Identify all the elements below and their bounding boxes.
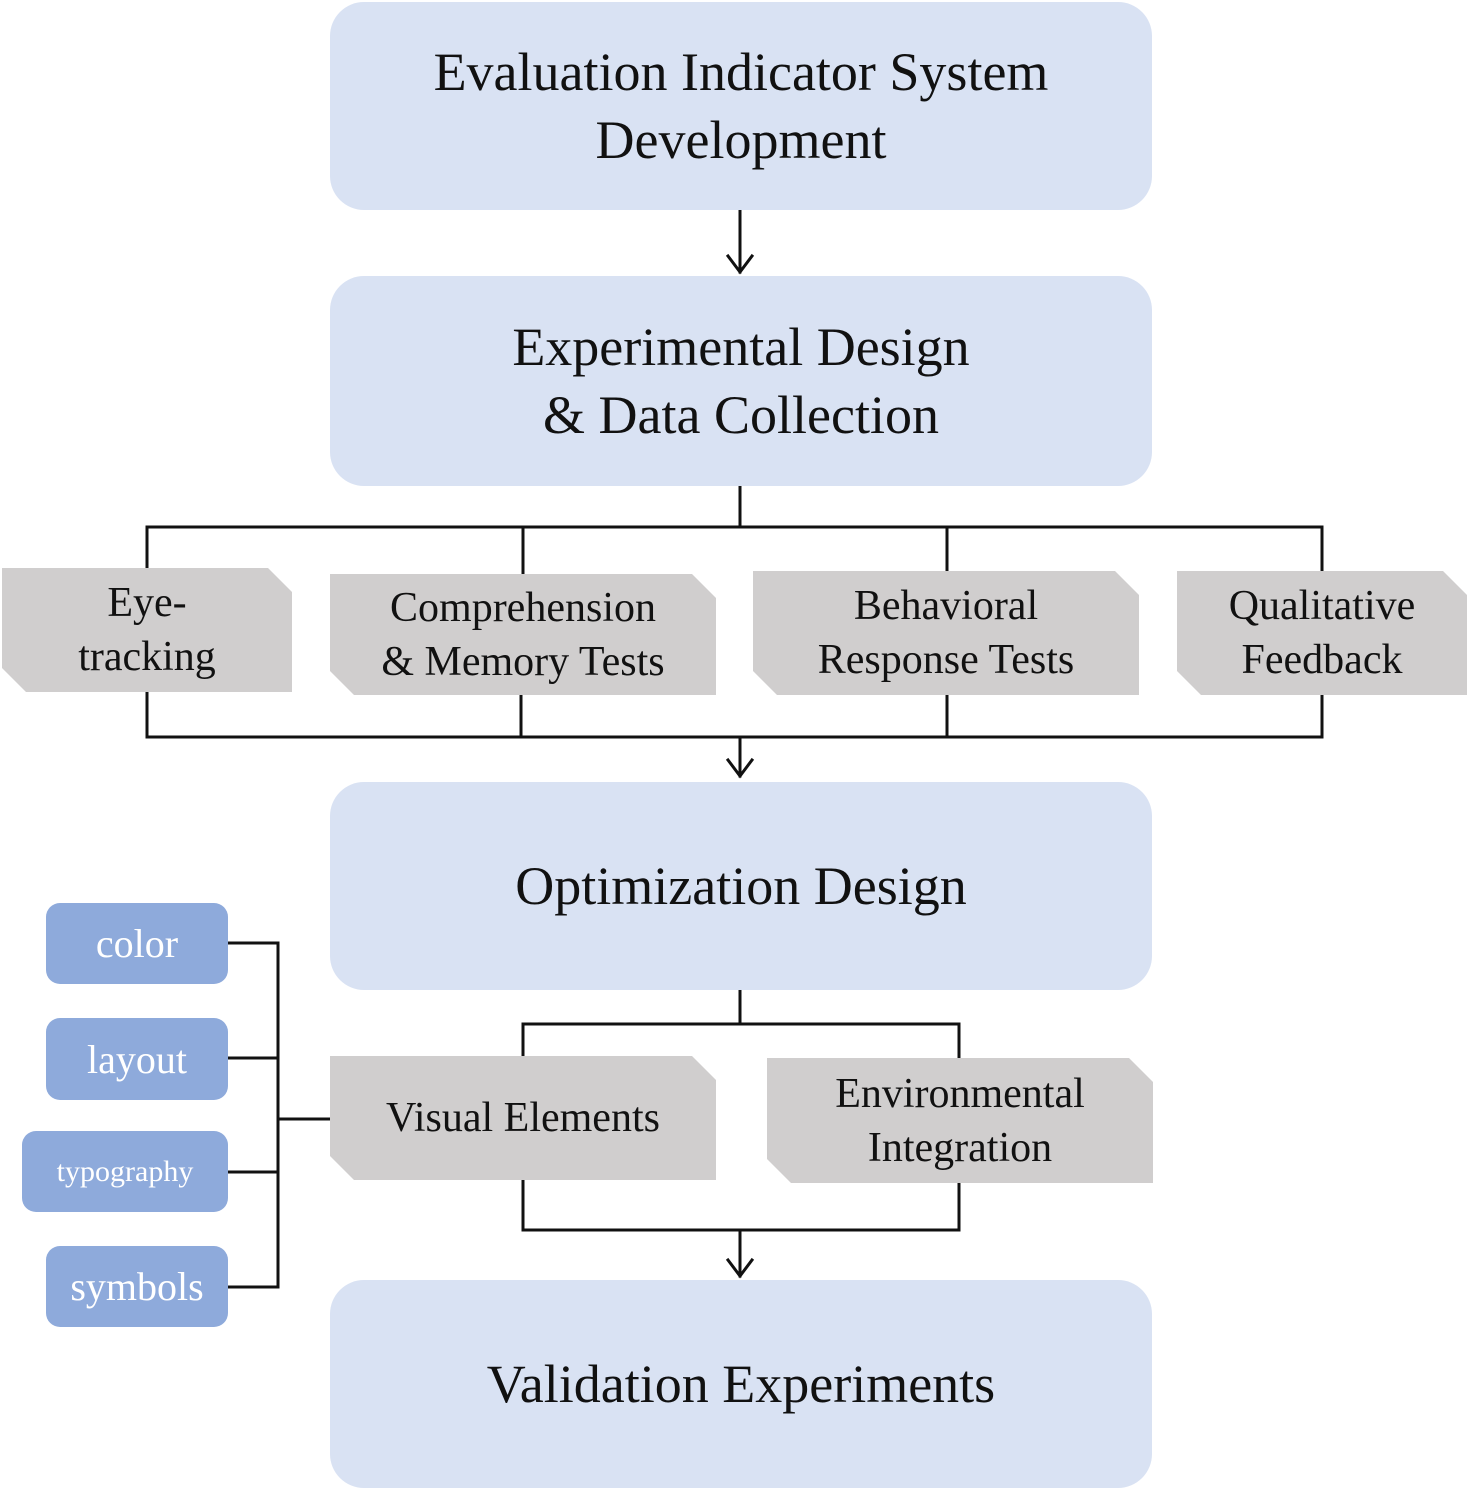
stage-label-line: Evaluation Indicator System	[433, 42, 1049, 102]
arrow-head	[725, 757, 755, 779]
area-environmental-integration: Environmental Integration	[767, 1058, 1153, 1183]
method-behavioral-response: Behavioral Response Tests	[753, 571, 1139, 695]
stage-label-line: Validation Experiments	[486, 1354, 996, 1414]
stage-label-line: Optimization Design	[515, 856, 967, 916]
method-label-line: Behavioral	[853, 583, 1039, 629]
factor-typography: typography	[22, 1131, 228, 1212]
method-eye-tracking: Eye- tracking	[2, 568, 292, 692]
method-label-line: Eye-	[107, 580, 187, 626]
area-visual-elements: Visual Elements	[330, 1056, 716, 1180]
stage-label-line: Experimental Design	[512, 317, 970, 377]
factor-symbols: symbols	[46, 1246, 228, 1327]
stage-experimental-design: Experimental Design & Data Collection	[330, 276, 1152, 486]
area-label-line: Integration	[867, 1124, 1053, 1171]
area-label-line: Environmental	[835, 1070, 1085, 1117]
stage-optimization-design: Optimization Design	[330, 782, 1152, 990]
method-label-line: Comprehension	[390, 584, 656, 631]
arrow-head	[725, 1257, 755, 1279]
stage-label-line: & Data Collection	[543, 385, 939, 445]
area-label-line: Visual Elements	[386, 1095, 660, 1141]
method-label-line: tracking	[78, 634, 216, 680]
factor-layout: layout	[46, 1018, 228, 1100]
method-label-line: Qualitative	[1228, 583, 1416, 629]
method-comprehension-memory: Comprehension & Memory Tests	[330, 574, 716, 695]
arrow-head	[725, 253, 755, 275]
method-label-line: & Memory Tests	[381, 638, 665, 685]
stage-label-line: Development	[595, 110, 887, 170]
factor-color: color	[46, 903, 228, 984]
stage-evaluation-indicator-system: Evaluation Indicator System Development	[330, 2, 1152, 210]
method-label-line: Feedback	[1241, 637, 1403, 683]
method-label-line: Response Tests	[817, 637, 1075, 683]
stage-validation-experiments: Validation Experiments	[330, 1280, 1152, 1488]
method-qualitative-feedback: Qualitative Feedback	[1177, 571, 1467, 695]
